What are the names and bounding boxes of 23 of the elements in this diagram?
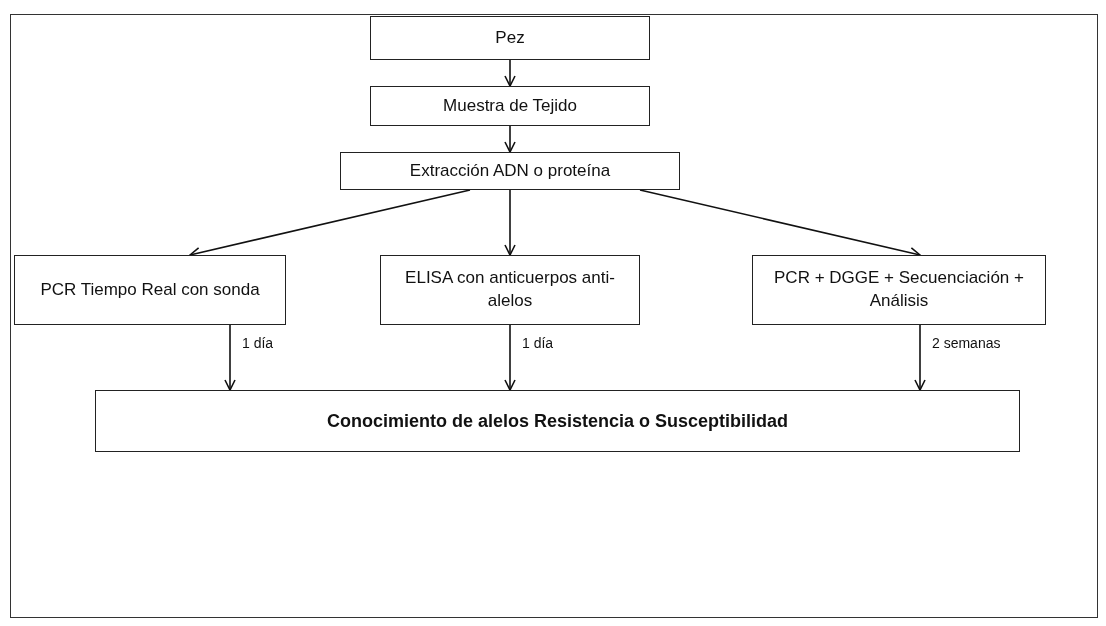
edge-label: 2 semanas — [930, 335, 1003, 351]
arrow — [914, 324, 926, 391]
box-text: Extracción ADN o proteína — [409, 159, 611, 182]
box-text: PCR Tiempo Real con sonda — [40, 278, 260, 301]
process-box — [95, 390, 1020, 452]
arrow — [504, 189, 516, 256]
edge-label: 1 día — [240, 335, 276, 351]
box-text: PCR + DGGE + Secuenciación + Análisis — [773, 267, 1025, 312]
arrow — [504, 59, 516, 87]
process-box — [370, 86, 650, 126]
box-text: ELISA con anticuerpos anti-alelos — [404, 267, 616, 312]
edge-label: 1 día — [520, 335, 556, 351]
process-box — [370, 16, 650, 60]
process-box — [752, 255, 1046, 325]
process-box — [14, 255, 286, 325]
arrow — [224, 324, 236, 391]
process-box — [380, 255, 640, 325]
box-text: Conocimiento de alelos Resistencia o Susceptibilidad — [326, 409, 789, 433]
box-text: Muestra de Tejido — [443, 94, 577, 117]
arrow — [504, 125, 516, 153]
process-box — [340, 152, 680, 190]
box-text: Pez — [495, 26, 525, 49]
arrow — [504, 324, 516, 391]
